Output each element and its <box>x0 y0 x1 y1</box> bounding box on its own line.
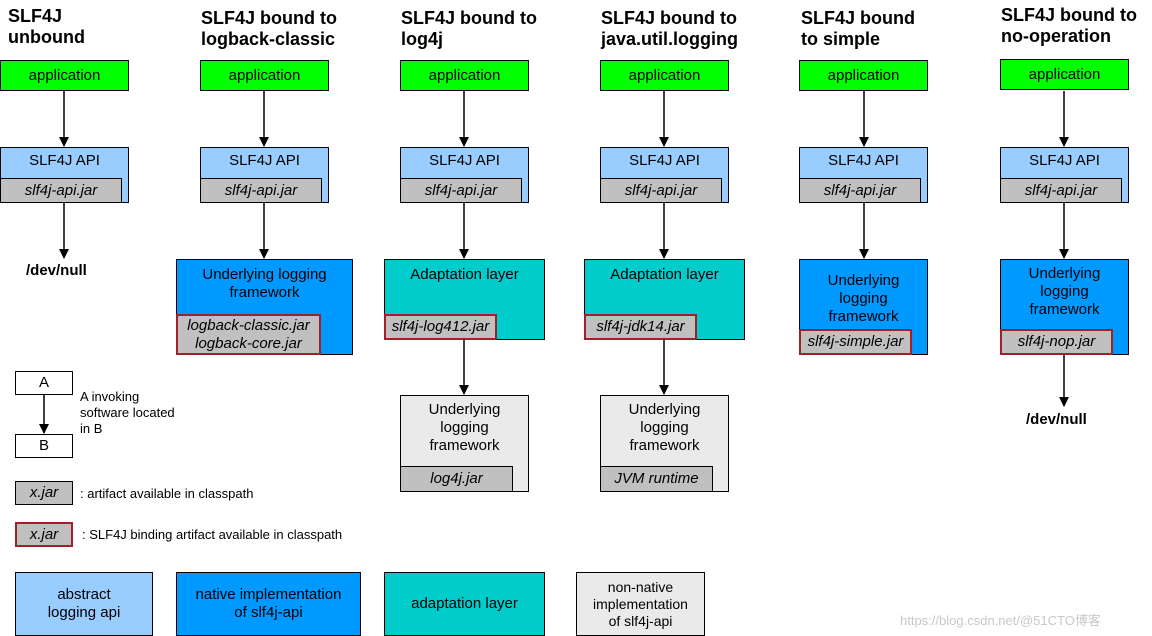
column-title: SLF4J bound to log4j <box>401 8 537 49</box>
adaptation-layer-label: Adaptation layer <box>610 266 719 283</box>
framework-label: Underlying logging framework <box>202 266 327 301</box>
slf4j-api-label: SLF4J API <box>229 152 300 169</box>
api-jar: slf4j-api.jar <box>600 178 722 203</box>
column-title: SLF4J bound to simple <box>801 8 915 49</box>
binding-jar: logback-classic.jar logback-core.jar <box>176 314 321 355</box>
application-box: application <box>200 60 329 91</box>
api-jar: slf4j-api.jar <box>1000 178 1122 203</box>
api-jar: slf4j-api.jar <box>200 178 322 203</box>
column-title: SLF4J unbound <box>8 6 85 47</box>
legend-jar: x.jar <box>15 481 73 505</box>
binding-jar: slf4j-nop.jar <box>1000 329 1113 355</box>
framework-label: Underlying logging framework <box>628 401 701 454</box>
slf4j-api-label: SLF4J API <box>429 152 500 169</box>
dev-null-label: /dev/null <box>1026 411 1087 428</box>
legend-box-b: B <box>15 434 73 458</box>
binding-jar: slf4j-simple.jar <box>799 329 912 355</box>
api-jar: slf4j-api.jar <box>799 178 921 203</box>
slf4j-api-label: SLF4J API <box>629 152 700 169</box>
framework-jar: log4j.jar <box>400 466 513 492</box>
application-box: application <box>1000 59 1129 90</box>
legend-native-box: native implementation of slf4j-api <box>176 572 361 636</box>
binding-jar: slf4j-jdk14.jar <box>584 314 697 340</box>
framework-label: Underlying logging framework <box>1028 265 1101 318</box>
column-title: SLF4J bound to no-operation <box>1001 5 1137 46</box>
framework-label: Underlying logging framework <box>827 272 900 325</box>
legend-box-a: A <box>15 371 73 395</box>
legend-abstract-box: abstract logging api <box>15 572 153 636</box>
api-jar: slf4j-api.jar <box>0 178 122 203</box>
api-jar: slf4j-api.jar <box>400 178 522 203</box>
slf4j-api-label: SLF4J API <box>29 152 100 169</box>
adaptation-layer-label: Adaptation layer <box>410 266 519 283</box>
column-title: SLF4J bound to logback-classic <box>201 8 337 49</box>
native-framework-box: Underlying logging framework <box>1000 259 1129 355</box>
column-title: SLF4J bound to java.util.logging <box>601 8 739 49</box>
binding-jar: slf4j-log412.jar <box>384 314 497 340</box>
slf4j-api-label: SLF4J API <box>1029 152 1100 169</box>
application-box: application <box>400 60 529 91</box>
legend-invoke-text: A invoking software located in B <box>80 389 175 436</box>
application-box: application <box>0 60 129 91</box>
slf4j-api-label: SLF4J API <box>828 152 899 169</box>
legend-non-native-box: non-native implementation of slf4j-api <box>576 572 705 636</box>
legend-binding-jar: x.jar <box>15 522 73 547</box>
legend-adaptation-box: adaptation layer <box>384 572 545 636</box>
application-box: application <box>799 60 928 91</box>
application-box: application <box>600 60 729 91</box>
watermark: https://blog.csdn.net/@51CTO博客 <box>900 613 1101 628</box>
legend-artifact-text: : artifact available in classpath <box>80 486 254 501</box>
dev-null-label: /dev/null <box>26 262 87 279</box>
legend-binding-text: : SLF4J binding artifact available in cl… <box>82 527 343 542</box>
framework-jar: JVM runtime <box>600 466 713 492</box>
framework-label: Underlying logging framework <box>428 401 501 454</box>
